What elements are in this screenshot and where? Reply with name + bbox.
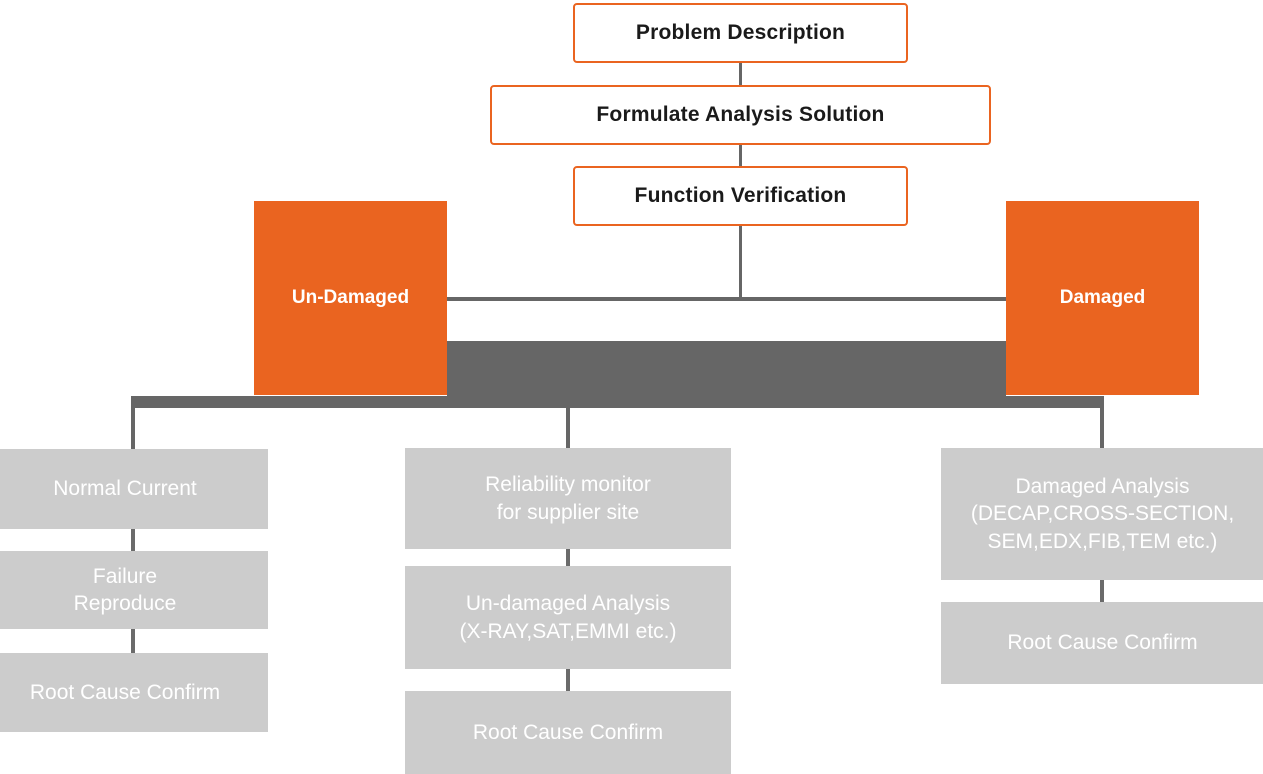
node-root-cause-confirm-middle-label: Root Cause Confirm (472, 720, 664, 744)
node-problem-description-label: Problem Description (635, 21, 846, 44)
connector-formulate-to-function (739, 144, 742, 168)
node-problem-description[interactable]: Problem Description (573, 3, 908, 63)
connector-split-horizontal (440, 297, 1015, 301)
node-root-cause-confirm-right-label: Root Cause Confirm (1007, 631, 1198, 655)
node-function-verification-label: Function Verification (634, 184, 847, 207)
node-damaged-analysis-label: Damaged Analysis (DECAP,CROSS-SECTION, S… (970, 475, 1235, 553)
node-failure-reproduce-label: Failure Reproduce (73, 564, 177, 615)
node-un-damaged-analysis[interactable]: Un-damaged Analysis (X-RAY,SAT,EMMI etc.… (405, 566, 731, 669)
node-formulate-analysis-solution-label: Formulate Analysis Solution (596, 103, 885, 126)
node-normal-current[interactable]: Normal Current (0, 449, 268, 529)
distribution-bus-rail (131, 396, 1104, 408)
node-un-damaged[interactable]: Un-Damaged (254, 201, 447, 395)
connector-reliability-monitor-to-un-damaged-analysis (566, 549, 570, 566)
connector-normal-current-to-failure-reproduce (131, 529, 135, 551)
connector-problem-to-formulate (739, 63, 742, 87)
node-normal-current-label: Normal Current (53, 477, 197, 501)
connector-failure-reproduce-to-root-cause-left (131, 629, 135, 653)
connector-bus-to-left-column (131, 400, 135, 450)
node-damaged[interactable]: Damaged (1006, 201, 1199, 395)
node-formulate-analysis-solution[interactable]: Formulate Analysis Solution (490, 85, 991, 145)
node-reliability-monitor[interactable]: Reliability monitor for supplier site (405, 448, 731, 549)
connector-bus-to-right-column (1100, 400, 1104, 450)
node-un-damaged-analysis-label: Un-damaged Analysis (X-RAY,SAT,EMMI etc.… (459, 592, 677, 643)
node-root-cause-confirm-left[interactable]: Root Cause Confirm (0, 653, 268, 732)
node-function-verification[interactable]: Function Verification (573, 166, 908, 226)
connector-bus-to-middle-column (566, 406, 570, 450)
node-damaged-label: Damaged (1059, 287, 1146, 308)
connector-damaged-analysis-to-root-cause-right (1100, 580, 1104, 602)
node-un-damaged-label: Un-Damaged (291, 287, 410, 308)
connector-un-damaged-analysis-to-root-cause-middle (566, 669, 570, 691)
node-damaged-analysis[interactable]: Damaged Analysis (DECAP,CROSS-SECTION, S… (941, 448, 1263, 580)
node-reliability-monitor-label: Reliability monitor for supplier site (485, 473, 651, 524)
connector-function-to-bus (739, 226, 742, 300)
node-root-cause-confirm-left-label: Root Cause Confirm (29, 680, 221, 704)
node-root-cause-confirm-right[interactable]: Root Cause Confirm (941, 602, 1263, 684)
node-root-cause-confirm-middle[interactable]: Root Cause Confirm (405, 691, 731, 774)
node-failure-reproduce[interactable]: Failure Reproduce (0, 551, 268, 629)
